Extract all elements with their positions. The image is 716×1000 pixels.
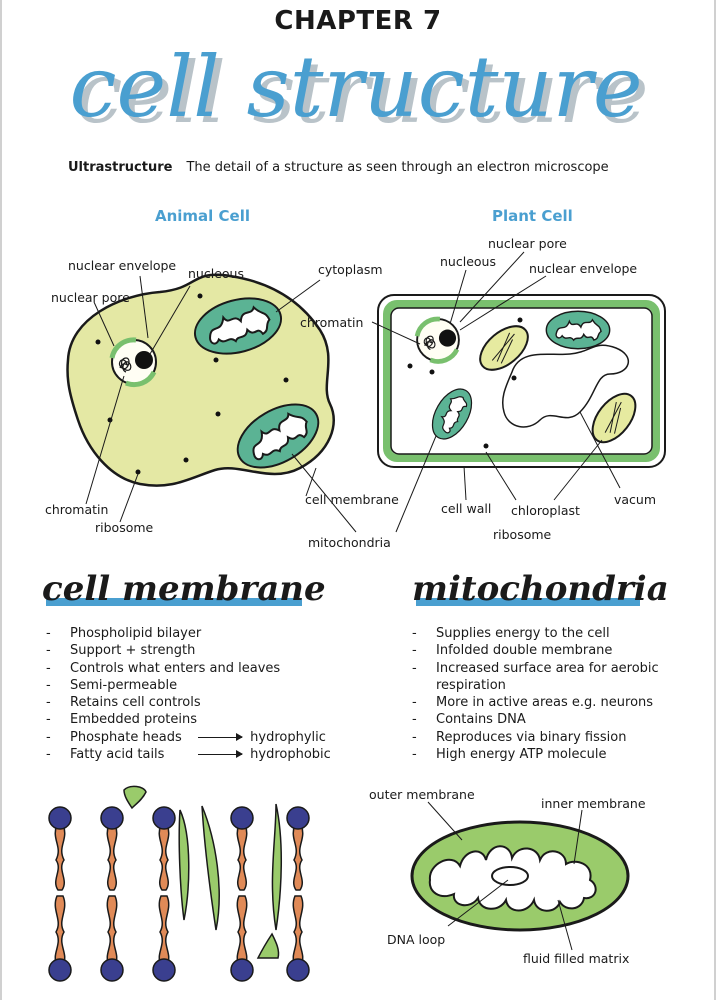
phospholipid: [100, 806, 124, 982]
list-item: Supplies energy to the cell: [410, 625, 710, 643]
cell-membrane-heading: cell membrane: [42, 569, 326, 609]
animal-label-cytoplasm: cytoplasm: [318, 262, 383, 277]
page-right-edge: [714, 0, 716, 1000]
plant-nucleus: [417, 319, 459, 361]
plant-leader-lines: [371, 251, 621, 533]
list-item-continued: respiration: [410, 677, 710, 694]
animal-label-chromatin: chromatin: [45, 502, 109, 517]
protein: [178, 809, 190, 921]
plant-label-chromatin: chromatin: [300, 315, 364, 330]
mitochondria-heading: mitochondria: [412, 569, 669, 609]
list-item: Controls what enters and leaves: [44, 660, 374, 678]
mitochondria-list: Supplies energy to the cell Infolded dou…: [410, 625, 710, 764]
arrow-item-left: Phosphate heads: [70, 729, 182, 745]
arrow-item-left: Fatty acid tails: [70, 747, 165, 763]
mitochondrion-leader-lines: [427, 801, 583, 951]
list-item: More in active areas e.g. neurons: [410, 694, 710, 712]
list-item: Increased surface area for aerobic: [410, 660, 710, 678]
phospholipid: [48, 806, 72, 982]
list-item: Embedded proteins: [44, 711, 374, 729]
list-item: Phospholipid bilayer: [44, 625, 374, 643]
plant-vacuole: [501, 344, 629, 428]
plant-label-chloroplast: chloroplast: [511, 503, 580, 518]
mito-label-dna-loop: DNA loop: [387, 932, 446, 947]
mito-label-fluid-filled-matrix: fluid filled matrix: [523, 951, 630, 966]
list-item: High energy ATP molecule: [410, 746, 710, 764]
mitochondria-heading-text: mitochondria: [412, 569, 669, 609]
mitochondrion-diagram: [410, 801, 630, 951]
mito-label-inner-membrane: inner membrane: [541, 796, 646, 811]
animal-cell-diagram: [66, 273, 357, 533]
animal-label-cell-membrane: cell membrane: [305, 492, 399, 507]
cell-membrane-heading-text: cell membrane: [42, 569, 326, 609]
list-item: Infolded double membrane: [410, 642, 710, 660]
page-left-edge: [0, 0, 2, 1000]
animal-label-ribosome: ribosome: [95, 520, 154, 535]
definition-text: The detail of a structure as seen throug…: [186, 160, 609, 175]
definition-term: Ultrastructure: [68, 160, 173, 175]
cell-membrane-list: Phospholipid bilayer Support + strength …: [44, 625, 374, 764]
list-item: Contains DNA: [410, 711, 710, 729]
plant-mitochondrion-1: [546, 311, 609, 348]
animal-leader-lines: [85, 275, 357, 533]
main-title-shadow: cell structure: [75, 44, 648, 142]
mito-label-outer-membrane: outer membrane: [369, 787, 475, 802]
animal-label-mitochondria: mitochondria: [308, 535, 391, 550]
protein: [271, 803, 282, 931]
phospholipid-bilayer-diagram: [48, 785, 310, 982]
arrow-icon: [198, 750, 243, 759]
protein: [201, 805, 220, 931]
chapter-heading: CHAPTER 7: [274, 6, 442, 36]
main-title: cell structure cell structure: [69, 38, 648, 142]
animal-label-nuclear-pore: nuclear pore: [51, 290, 130, 305]
list-item: Reproduces via binary fission: [410, 729, 710, 747]
animal-nucleus: [112, 340, 156, 385]
plant-label-cell-wall: cell wall: [441, 501, 492, 516]
phospholipid: [286, 806, 310, 982]
membrane-proteins: [123, 785, 282, 959]
list-item: Phosphate heads hydrophylic: [44, 729, 374, 747]
list-item: Retains cell controls: [44, 694, 374, 712]
phospholipid: [230, 806, 254, 982]
animal-label-nucleous: nucleous: [188, 266, 244, 281]
plant-cell-title: Plant Cell: [492, 207, 573, 225]
heading-underline: [416, 598, 640, 606]
animal-label-nuclear-envelope: nuclear envelope: [68, 258, 177, 273]
list-item: Fatty acid tails hydrophobic: [44, 746, 374, 764]
plant-cell-diagram: [371, 251, 666, 533]
protein: [123, 785, 147, 810]
arrow-item-right: hydrophylic: [250, 729, 326, 745]
animal-ribosomes: [95, 293, 289, 475]
plant-label-nuclear-envelope: nuclear envelope: [529, 261, 638, 276]
plant-label-nuclear-pore: nuclear pore: [488, 236, 567, 251]
plant-cell-wall: [383, 300, 660, 462]
animal-cell-title: Animal Cell: [155, 207, 251, 225]
arrow-item-right: hydrophobic: [250, 747, 331, 763]
plant-ribosomes: [407, 317, 523, 449]
plant-label-nucleous: nucleous: [440, 254, 496, 269]
plant-label-vacum: vacum: [614, 492, 657, 507]
list-item: Support + strength: [44, 642, 374, 660]
phospholipid: [152, 806, 176, 982]
dna-loop: [491, 866, 529, 886]
arrow-icon: [198, 732, 243, 741]
heading-underline: [46, 598, 302, 606]
protein: [256, 932, 280, 959]
definition-line: Ultrastructure The detail of a structure …: [68, 160, 609, 175]
plant-label-ribosome: ribosome: [493, 527, 552, 542]
list-item: Semi-permeable: [44, 677, 374, 695]
main-title-text: cell structure: [69, 38, 642, 136]
list-item-continued-text: respiration: [436, 677, 506, 693]
